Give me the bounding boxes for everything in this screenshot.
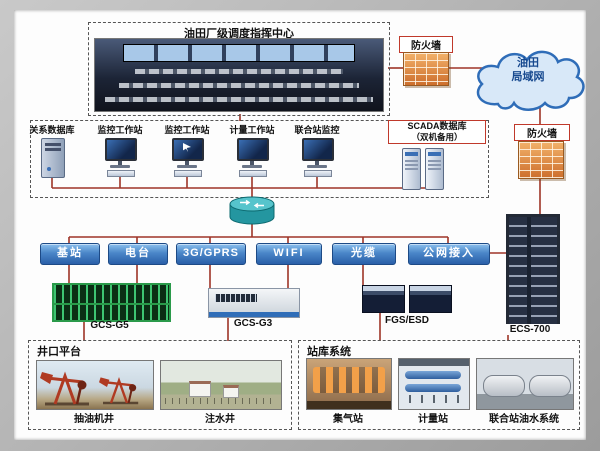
hand-cursor-icon bbox=[183, 143, 191, 152]
scada-servers-icon bbox=[402, 148, 444, 190]
router-icon bbox=[229, 196, 275, 225]
link-fiber: 光缆 bbox=[332, 243, 396, 265]
monitor-ws2-icon bbox=[169, 138, 205, 177]
firewall-top-label: 防火墙 bbox=[399, 36, 453, 53]
scada-db-label: SCADA数据库 （双机备用） bbox=[388, 120, 486, 144]
cloud-icon bbox=[476, 50, 585, 111]
link-3g-gprs: 3G/GPRS bbox=[176, 243, 246, 265]
wellhead-platform-box: 井口平台 bbox=[28, 340, 292, 430]
joint-station-monitor-icon bbox=[299, 138, 335, 177]
fgs-esd-image bbox=[362, 285, 452, 313]
relational-db-server-icon bbox=[41, 138, 65, 178]
firewall-top-icon bbox=[403, 52, 449, 86]
firewall-right-icon bbox=[518, 141, 564, 179]
station-system-title: 站库系统 bbox=[307, 346, 351, 358]
joint-station-photo bbox=[476, 358, 574, 410]
gcs-g3-image bbox=[208, 288, 300, 318]
oil-tank-1 bbox=[483, 375, 525, 397]
well-building-1 bbox=[189, 381, 211, 397]
gcs-g3-blue-strip bbox=[209, 312, 299, 317]
video-wall bbox=[123, 44, 355, 62]
scada-db-subtitle: （双机备用） bbox=[411, 132, 463, 143]
meter-legs bbox=[409, 395, 459, 403]
cloud-label-line1: 油田 bbox=[517, 57, 539, 69]
gas-station-base bbox=[307, 401, 391, 409]
joint-station-label: 联合站油水系统 bbox=[489, 414, 559, 425]
gas-gathering-label: 集气站 bbox=[333, 414, 363, 425]
pumping-well-photo bbox=[36, 360, 154, 410]
monitor-ws2-label: 监控工作站 bbox=[164, 125, 210, 135]
injection-well-label: 注水井 bbox=[205, 414, 235, 425]
link-wifi: WIFI bbox=[256, 243, 322, 265]
console-row-3 bbox=[105, 97, 373, 102]
metering-station-photo bbox=[398, 358, 470, 410]
monitor-ws1-label: 监控工作站 bbox=[97, 125, 143, 135]
gas-gathering-photo bbox=[306, 358, 392, 410]
firewall-right-label: 防火墙 bbox=[514, 124, 570, 141]
well-building-2 bbox=[223, 385, 239, 398]
cloud-label: 油田 局域网 bbox=[488, 56, 568, 85]
pumpjack-silhouettes bbox=[38, 370, 140, 406]
console-row-1 bbox=[135, 69, 343, 74]
control-center-box: 油田厂级调度指挥中心 bbox=[88, 22, 390, 116]
meter-vessel-1 bbox=[405, 371, 461, 379]
cloud-label-line2: 局域网 bbox=[511, 71, 545, 84]
gas-separators bbox=[313, 367, 385, 393]
relational-db-label: 关系数据库 bbox=[29, 125, 75, 135]
control-center-title: 油田厂级调度指挥中心 bbox=[184, 28, 294, 40]
monitor-ws1-icon bbox=[102, 138, 138, 177]
gcs-g5-image bbox=[52, 283, 171, 322]
gcs-g3-connectors bbox=[215, 294, 257, 302]
metering-station-label: 计量站 bbox=[418, 414, 448, 425]
link-public-network: 公网接入 bbox=[408, 243, 490, 265]
ecs-700-cabinet-image bbox=[506, 214, 560, 328]
link-base-station: 基站 bbox=[40, 243, 100, 265]
station-system-box: 站库系统 bbox=[298, 340, 580, 430]
ecs-700-label: ECS-700 bbox=[500, 324, 560, 335]
control-room-photo bbox=[94, 38, 384, 112]
well-fence bbox=[165, 398, 277, 404]
metering-ws-label: 计量工作站 bbox=[229, 125, 275, 135]
scada-db-title: SCADA数据库 bbox=[407, 121, 467, 131]
gcs-g5-label: GCS-G5 bbox=[90, 320, 129, 331]
meter-vessel-2 bbox=[405, 384, 461, 392]
injection-well-photo bbox=[160, 360, 282, 410]
console-row-2 bbox=[119, 83, 359, 88]
fgs-esd-label: FGS/ESD bbox=[385, 315, 429, 326]
gcs-g3-label: GCS-G3 bbox=[233, 318, 273, 329]
joint-station-monitor-label: 联合站监控 bbox=[294, 125, 340, 135]
wellhead-platform-title: 井口平台 bbox=[37, 346, 81, 358]
metering-ws-icon bbox=[234, 138, 270, 177]
pumping-well-label: 抽油机井 bbox=[74, 414, 114, 425]
link-radio: 电台 bbox=[108, 243, 168, 265]
oil-tank-2 bbox=[529, 375, 571, 397]
